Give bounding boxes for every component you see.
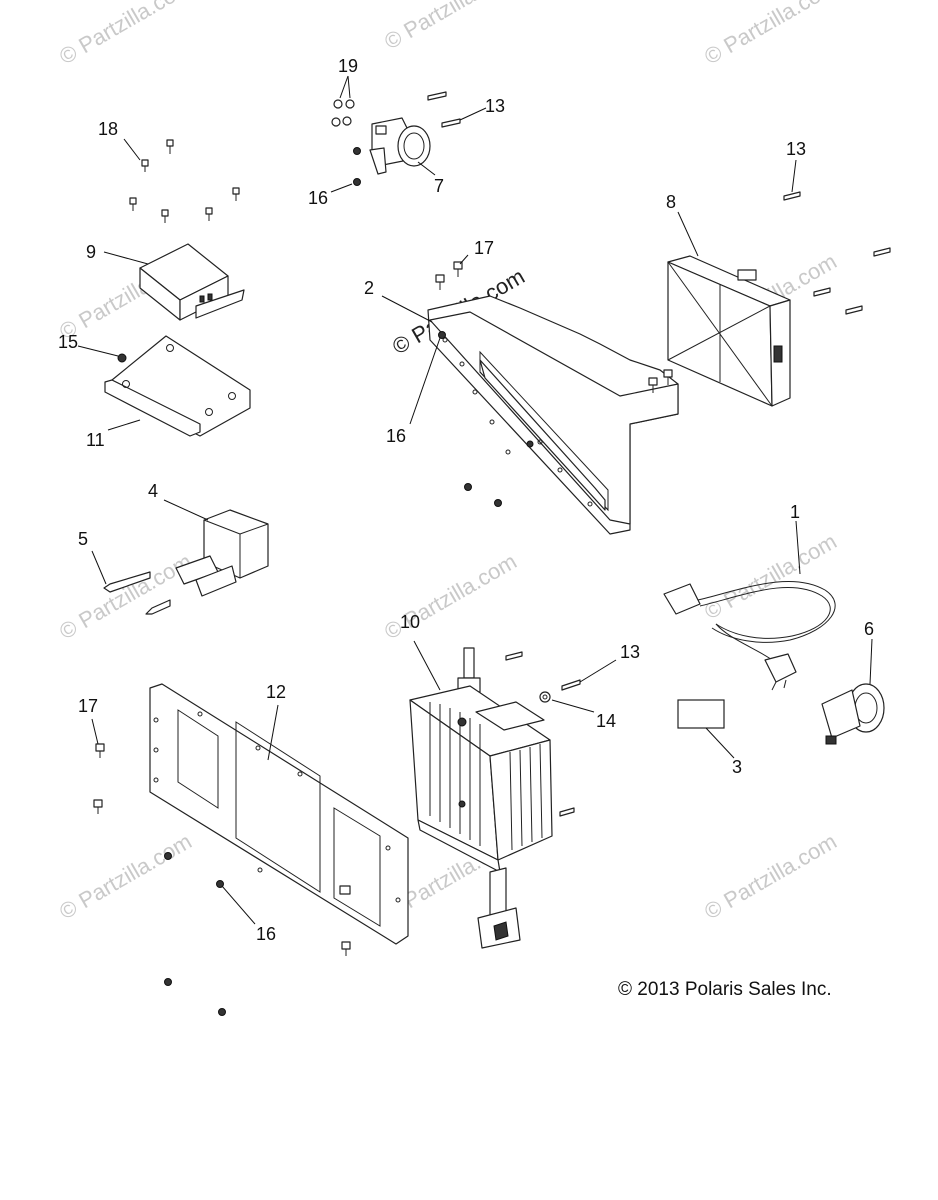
callout-8: 8 (666, 192, 676, 212)
watermark: © Partzilla.com (55, 0, 196, 69)
copyright-text: © 2013 Polaris Sales Inc. (618, 979, 832, 1000)
callout-17: 17 (78, 696, 98, 716)
callout-10: 10 (400, 612, 420, 632)
callout-18: 18 (98, 119, 118, 139)
watermark: © Partzilla.com (700, 829, 841, 925)
part-12-bottom-plate (149, 683, 409, 945)
callout-13: 13 (485, 96, 505, 116)
part-13-screws-mid (505, 651, 581, 817)
callout-14: 14 (596, 711, 616, 731)
callout-17: 17 (474, 238, 494, 258)
callout-15: 15 (58, 332, 78, 352)
part-8-control-box (667, 255, 791, 407)
part-10-charger (409, 647, 553, 949)
callout-16: 16 (308, 188, 328, 208)
part-18-screws (129, 139, 240, 223)
part-13-screws-right (783, 191, 891, 315)
callout-16: 16 (256, 924, 276, 944)
callout-5: 5 (78, 529, 88, 549)
callout-6: 6 (864, 619, 874, 639)
watermark: © Partzilla.com (700, 0, 841, 69)
part-6-receptacle (821, 683, 885, 745)
callout-3: 3 (732, 757, 742, 777)
part-3-label (677, 699, 725, 729)
part-2-fasteners (435, 261, 673, 507)
callout-12: 12 (266, 682, 286, 702)
callout-2: 2 (364, 278, 374, 298)
callouts: 19 13 7 16 13 8 18 9 17 2 15 11 16 4 5 1… (58, 56, 874, 944)
part-13-bolts-top (427, 91, 461, 128)
leader-lines (77, 75, 873, 925)
callout-9: 9 (86, 242, 96, 262)
callout-13: 13 (786, 139, 806, 159)
callout-16: 16 (386, 426, 406, 446)
part-15-nut (117, 353, 127, 363)
part-14-star-washer (539, 691, 551, 703)
part-12-fasteners (93, 743, 351, 1016)
callout-7: 7 (434, 176, 444, 196)
part-1-power-cord (663, 580, 836, 691)
callout-13: 13 (620, 642, 640, 662)
watermark: © Partzilla.com (55, 549, 196, 645)
callout-11: 11 (86, 430, 105, 450)
watermark: © Partzilla.com (700, 529, 841, 625)
watermark: © Partzilla.com (55, 829, 196, 925)
part-11-bracket (104, 335, 251, 437)
nut (353, 178, 361, 186)
nut (353, 147, 361, 155)
part-4-connector-module (175, 509, 269, 597)
part-2-main-plate (427, 295, 679, 535)
callout-19: 19 (338, 56, 358, 76)
part-9-module (139, 243, 245, 321)
part-19-nuts (331, 99, 355, 127)
callout-4: 4 (148, 481, 158, 501)
part-5-bolts (103, 571, 171, 615)
callout-1: 1 (790, 502, 800, 522)
part-7-relay (369, 117, 431, 175)
watermark: © Partzilla.com (380, 0, 521, 54)
